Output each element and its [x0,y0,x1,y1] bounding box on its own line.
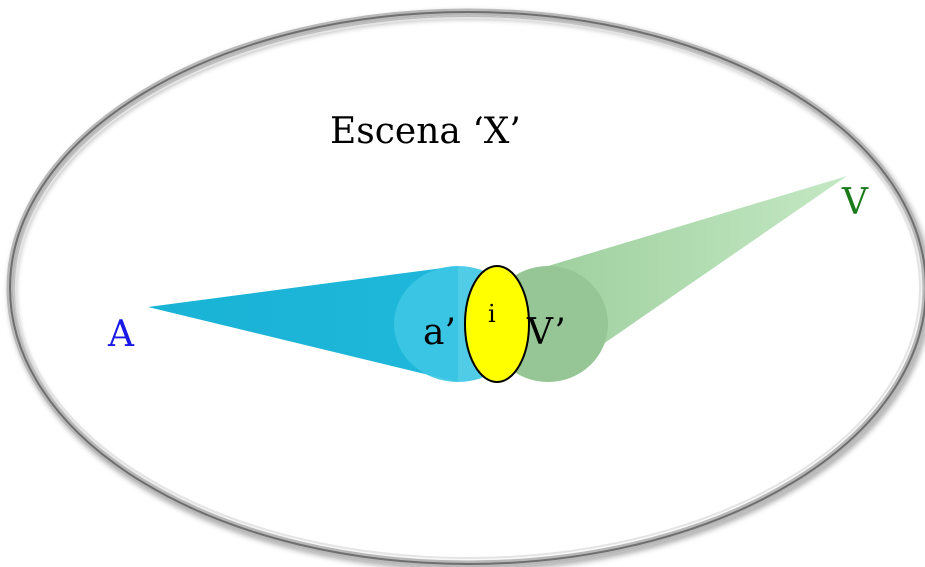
v-prime-label: V’ [526,312,566,353]
intersection-label: i [488,300,496,328]
scene-title: Escena ‘X’ [330,111,521,152]
point-a-label: A [107,314,135,355]
a-prime-label: a’ [423,312,456,353]
scene-ellipse [6,8,925,567]
intersection-ellipse [464,265,530,383]
point-v-label: V [841,182,869,223]
